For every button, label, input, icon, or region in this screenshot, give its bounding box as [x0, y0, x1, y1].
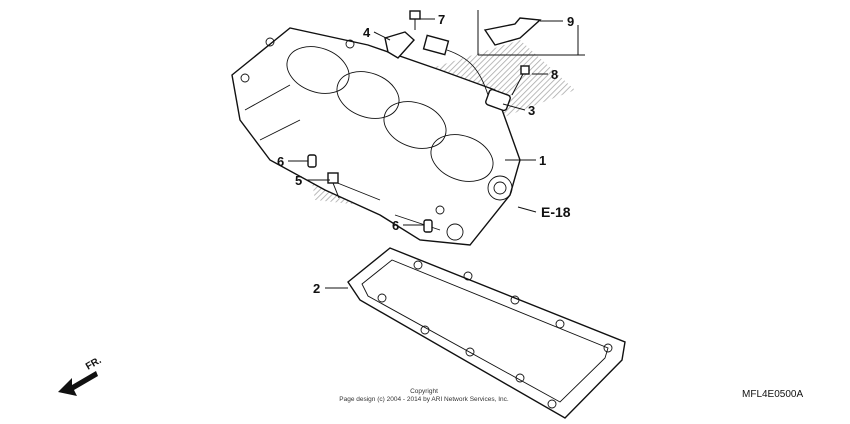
callout-9: 9: [567, 14, 574, 29]
copyright-title: Copyright: [410, 388, 438, 395]
callout-2: 2: [313, 281, 320, 296]
sensor-harness[interactable]: [422, 34, 512, 112]
front-arrow-icon: [58, 371, 98, 396]
callout-1: 1: [539, 153, 546, 168]
stud-bolt[interactable]: [327, 172, 340, 199]
leader-lines: [288, 10, 585, 289]
front-label: FR.: [84, 355, 104, 373]
dowel-pin-upper[interactable]: [307, 154, 317, 168]
gasket[interactable]: [347, 247, 626, 419]
clamp[interactable]: [384, 31, 415, 59]
section-reference[interactable]: E-18: [541, 204, 571, 220]
dowel-pin-lower[interactable]: [423, 219, 433, 233]
callout-6-lower: 6: [392, 218, 399, 233]
bolt-8[interactable]: [511, 65, 530, 96]
callout-4: 4: [363, 25, 371, 40]
callout-3: 3: [528, 103, 535, 118]
callout-8: 8: [551, 67, 558, 82]
cylinder-block[interactable]: [231, 27, 521, 246]
callout-5: 5: [295, 173, 302, 188]
copyright-text: Page design (c) 2004 - 2014 by ARI Netwo…: [339, 396, 509, 403]
callout-7: 7: [438, 12, 445, 27]
diagram-code: MFL4E0500A: [742, 389, 803, 400]
callout-6-upper: 6: [277, 154, 284, 169]
bracket[interactable]: [483, 17, 542, 46]
bolt-7[interactable]: [409, 10, 421, 30]
